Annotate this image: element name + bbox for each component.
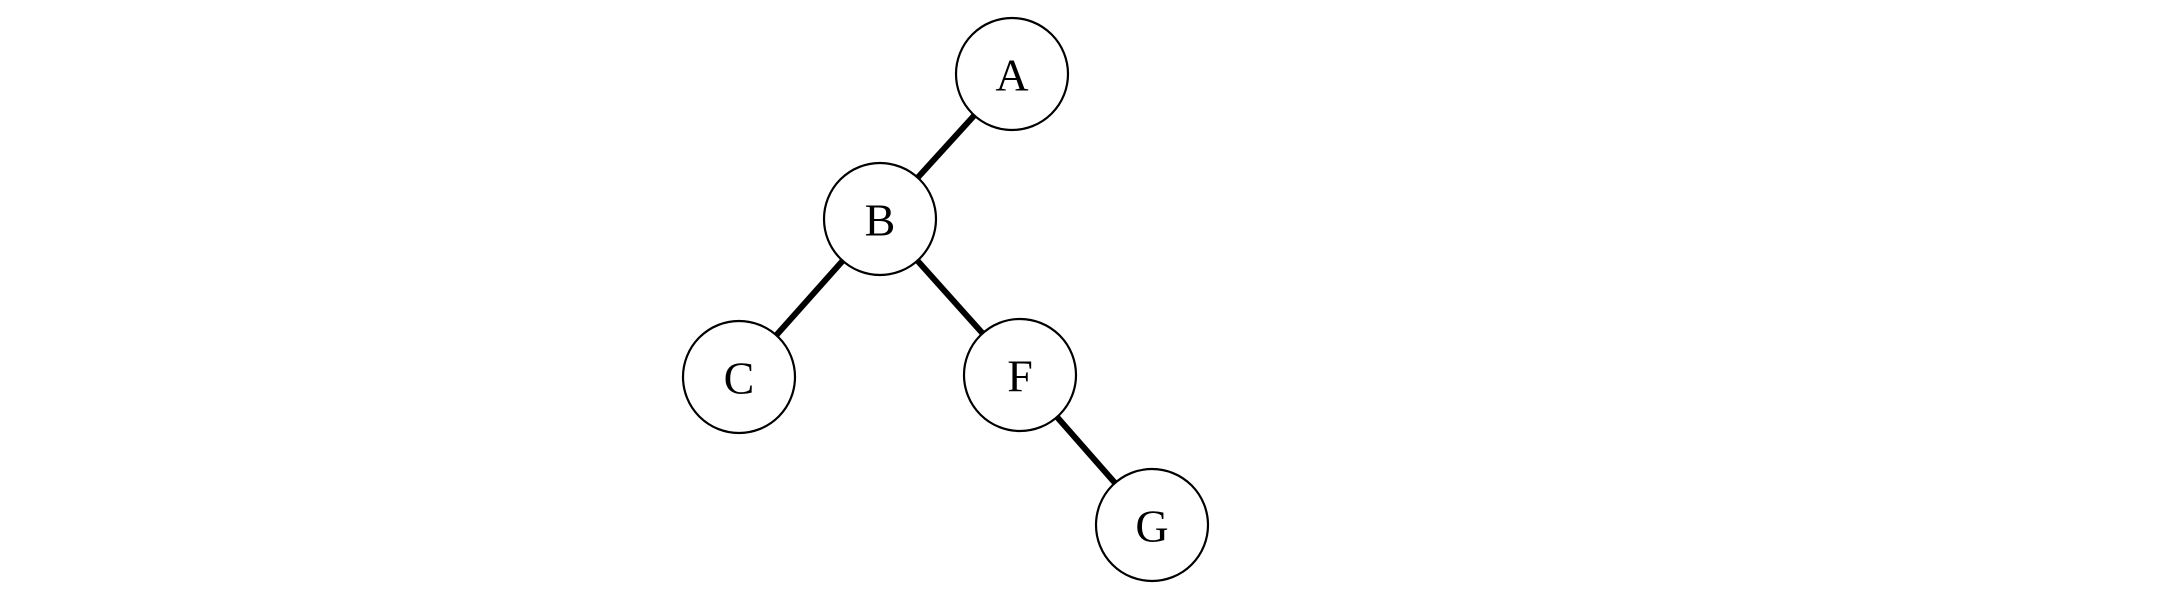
graph-node-f[interactable]: F [962,317,1078,433]
graph-node-label-c: C [724,353,755,404]
graph-node-b[interactable]: B [822,161,938,277]
graph-node-label-g: G [1135,501,1168,552]
graph-node-circle-g [1094,467,1210,583]
graph-node-circle-b [822,161,938,277]
graph-node-g[interactable]: G [1094,467,1210,583]
graph-node-a[interactable]: A [954,16,1070,132]
graph-node-circle-c [681,319,797,435]
graph-node-label-f: F [1007,351,1033,402]
graph-node-c[interactable]: C [681,319,797,435]
graph-edge-b-f [915,258,985,336]
graph-edge-b-c [774,258,845,338]
graph-node-label-b: B [865,195,896,246]
graph-node-label-a: A [995,50,1028,101]
graph-edge-a-b [915,113,977,180]
edge-layer [774,113,1118,485]
graph-node-circle-f [962,317,1078,433]
graph-node-circle-a [954,16,1070,132]
graph-edge-f-g [1054,415,1118,485]
node-layer: A B C F G [681,16,1210,583]
